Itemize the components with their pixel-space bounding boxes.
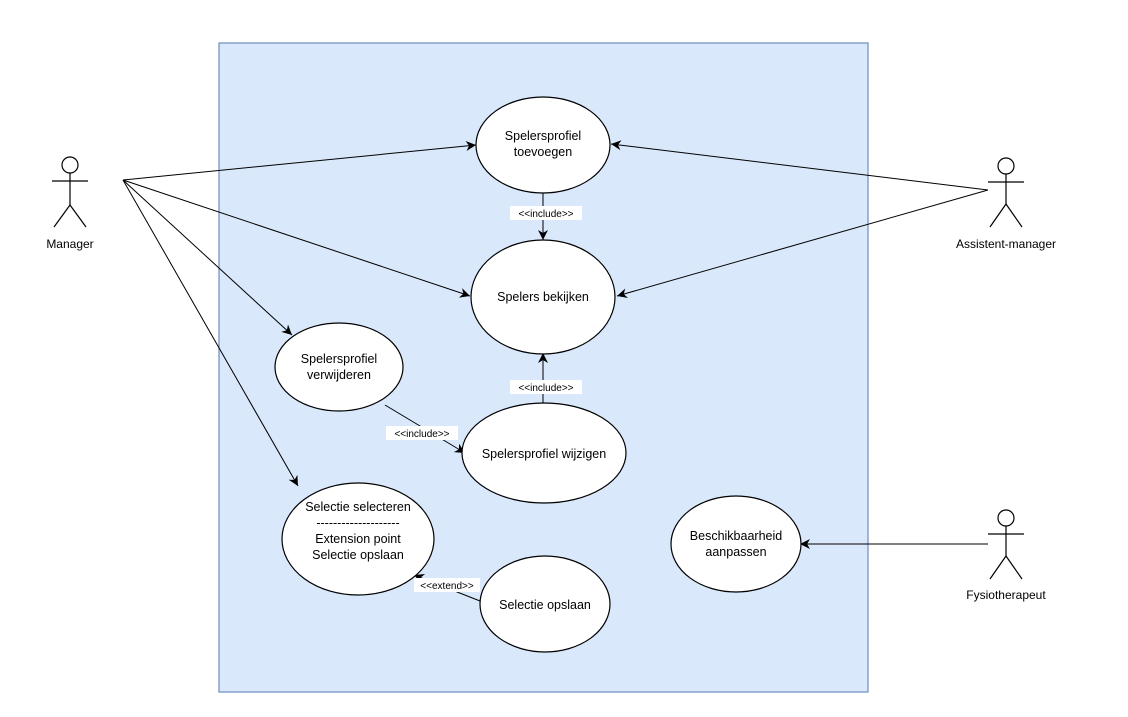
usecase-selectie-opslaan[interactable]: Selectie opslaan (479, 555, 611, 653)
usecase-spelersprofiel-verwijderen[interactable]: Spelersprofiel verwijderen (274, 322, 404, 412)
stereotype-include-3: <<include>> (386, 426, 458, 440)
assoc-assistant-toevoegen (610, 140, 989, 191)
stereotype-extend: <<extend>> (414, 578, 480, 592)
assoc-manager-selecteren (122, 179, 299, 487)
usecase-selectie-selecteren[interactable]: Selectie selecteren --------------------… (281, 482, 435, 596)
usecase-spelers-bekijken[interactable]: Spelers bekijken (470, 239, 616, 355)
stereotype-label: <<extend>> (420, 581, 474, 592)
usecase-label: Spelersprofiel (505, 129, 581, 143)
assoc-manager-bekijken (122, 179, 471, 298)
usecase-extension-name: Selectie opslaan (312, 548, 404, 562)
usecase-label: Selectie selecteren (305, 500, 411, 514)
usecase-label: toevoegen (514, 145, 572, 159)
usecase-label: verwijderen (307, 368, 371, 382)
usecase-extension-point: Extension point (315, 532, 401, 546)
stereotype-include-2: <<include>> (510, 380, 582, 394)
stereotype-label: <<include>> (394, 429, 449, 440)
usecase-label: aanpassen (705, 545, 766, 559)
usecase-label: Spelersprofiel wijzigen (482, 447, 606, 461)
actor-manager[interactable]: Manager (46, 156, 94, 251)
usecase-label: Beschikbaarheid (690, 529, 782, 543)
stereotype-label: <<include>> (518, 383, 573, 394)
usecase-spelersprofiel-wijzigen[interactable]: Spelersprofiel wijzigen (461, 402, 627, 504)
stereotype-label: <<include>> (518, 209, 573, 220)
actor-head-icon (997, 509, 1015, 527)
actor-label: Fysiotherapeut (966, 588, 1046, 602)
usecase-label: Spelersprofiel (301, 352, 377, 366)
actor-head-icon (61, 156, 79, 174)
actor-label: Assistent-manager (956, 237, 1056, 251)
actor-assistent-manager[interactable]: Assistent-manager (956, 157, 1056, 251)
usecase-spelersprofiel-toevoegen[interactable]: Spelersprofiel toevoegen (475, 96, 611, 194)
usecase-label: Selectie opslaan (499, 598, 591, 612)
usecase-separator: -------------------- (316, 516, 399, 530)
actor-head-icon (997, 157, 1015, 175)
assoc-manager-verwijderen (122, 179, 293, 336)
actor-fysiotherapeut[interactable]: Fysiotherapeut (966, 509, 1046, 602)
usecase-label: Spelers bekijken (497, 290, 589, 304)
assoc-assistant-bekijken (616, 189, 989, 299)
assoc-manager-toevoegen (122, 141, 477, 181)
associations (122, 140, 989, 549)
stereotype-include-1: <<include>> (510, 206, 582, 220)
usecase-beschikbaarheid-aanpassen[interactable]: Beschikbaarheid aanpassen (670, 495, 802, 593)
actor-label: Manager (46, 237, 93, 251)
